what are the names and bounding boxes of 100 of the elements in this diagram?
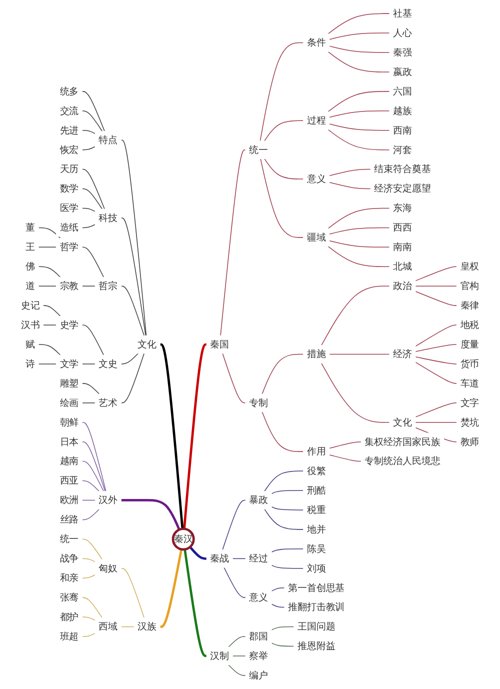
connector bbox=[120, 286, 144, 336]
node-text: 都护 bbox=[60, 611, 79, 622]
node-text: 第一首创思基 bbox=[288, 582, 345, 594]
node-text: 天历 bbox=[60, 163, 79, 175]
node-text: 北城 bbox=[393, 260, 412, 272]
node-text: 哲学 bbox=[60, 241, 79, 252]
connector bbox=[228, 636, 246, 648]
connector bbox=[271, 626, 294, 630]
node-text: 措施 bbox=[306, 348, 326, 360]
node-text: 朝鲜 bbox=[60, 416, 79, 428]
node-text: 张骞 bbox=[60, 592, 79, 603]
connector bbox=[121, 499, 180, 530]
connector bbox=[328, 454, 362, 462]
node-text: 文史 bbox=[98, 358, 118, 370]
connector bbox=[228, 664, 246, 676]
node-text: 汉外 bbox=[98, 494, 118, 506]
node-text: 经过 bbox=[249, 552, 268, 564]
node-text: 度量 bbox=[460, 338, 480, 350]
connector bbox=[184, 549, 207, 658]
connector bbox=[82, 246, 104, 278]
connector bbox=[189, 546, 207, 560]
node-text: 交流 bbox=[60, 105, 79, 116]
connector bbox=[38, 266, 61, 278]
node-text: 汉族 bbox=[138, 620, 156, 632]
connector bbox=[120, 626, 134, 628]
node-text: 编户 bbox=[249, 670, 268, 681]
connector bbox=[82, 188, 103, 210]
node-text: 人心 bbox=[393, 27, 412, 38]
connector bbox=[120, 568, 144, 618]
connector bbox=[220, 149, 246, 336]
connector bbox=[82, 574, 96, 578]
node-text: 文学 bbox=[60, 358, 79, 370]
node-text: 刑酷 bbox=[306, 484, 326, 496]
node-text: 王国问题 bbox=[297, 620, 336, 632]
connector bbox=[328, 124, 390, 131]
connector bbox=[42, 324, 57, 326]
node-text: 汉书 bbox=[20, 319, 40, 330]
node-text: 统一 bbox=[60, 533, 79, 544]
node-text: 匈奴 bbox=[98, 562, 118, 574]
connector bbox=[262, 411, 304, 452]
connector bbox=[120, 352, 139, 364]
node-text: 条件 bbox=[306, 36, 326, 48]
node-text: 刘项 bbox=[306, 562, 326, 574]
connector bbox=[82, 422, 106, 492]
node-text: 特点 bbox=[98, 134, 118, 146]
connector bbox=[328, 46, 390, 53]
node-text: 恢宏 bbox=[60, 144, 79, 156]
connector bbox=[232, 558, 246, 560]
connector bbox=[82, 597, 103, 618]
node-text: 地税 bbox=[460, 319, 480, 330]
connector bbox=[415, 356, 458, 364]
node-text: 教师 bbox=[460, 436, 480, 448]
node-text: 经济 bbox=[393, 348, 412, 360]
connector bbox=[415, 291, 458, 306]
node-text: 绘画 bbox=[60, 397, 79, 408]
node-text: 察举 bbox=[249, 650, 268, 662]
connector bbox=[271, 548, 304, 553]
connector bbox=[415, 344, 458, 352]
connector bbox=[160, 343, 184, 529]
node-text: 推恩附益 bbox=[297, 640, 336, 652]
connector bbox=[328, 240, 390, 248]
node-text: 班超 bbox=[60, 630, 79, 642]
connector bbox=[260, 42, 304, 142]
connector bbox=[328, 110, 390, 118]
connector bbox=[415, 324, 458, 347]
node-text: 越族 bbox=[393, 105, 412, 116]
node-text: 嬴政 bbox=[393, 66, 412, 78]
node-text: 赋 bbox=[26, 338, 35, 350]
connector bbox=[328, 246, 390, 268]
node-text: 西南 bbox=[393, 124, 412, 136]
connector bbox=[271, 490, 304, 494]
connector bbox=[82, 441, 106, 492]
connector bbox=[120, 140, 147, 336]
node-text: 统一 bbox=[249, 144, 268, 156]
node-text: 文字 bbox=[460, 397, 480, 408]
connector bbox=[224, 567, 246, 598]
connector bbox=[328, 208, 390, 229]
node-text: 先进 bbox=[60, 124, 79, 136]
node-text: 西西 bbox=[393, 222, 412, 234]
node-text: 意义 bbox=[249, 592, 268, 603]
node-text: 越南 bbox=[60, 455, 79, 467]
node-text: 史学 bbox=[60, 319, 79, 330]
node-text: 西亚 bbox=[60, 474, 79, 486]
connector bbox=[82, 324, 104, 356]
connector bbox=[82, 460, 104, 492]
node-text: 秦战 bbox=[210, 552, 230, 564]
node-text: 陈吴 bbox=[306, 543, 326, 554]
connector bbox=[271, 506, 304, 510]
node-text: 战争 bbox=[60, 552, 79, 564]
node-text: 政治 bbox=[393, 280, 412, 292]
node-text: 社基 bbox=[393, 8, 412, 19]
connector bbox=[183, 343, 207, 529]
node-text: 暴政 bbox=[249, 494, 268, 506]
node-text: 专制统治人民境悲 bbox=[364, 455, 440, 467]
node-text: 东海 bbox=[393, 202, 412, 214]
connector bbox=[82, 168, 105, 210]
node-text: 六国 bbox=[393, 86, 412, 97]
connector bbox=[120, 218, 146, 336]
connector bbox=[82, 538, 103, 560]
node-text: 哲宗 bbox=[98, 280, 118, 292]
